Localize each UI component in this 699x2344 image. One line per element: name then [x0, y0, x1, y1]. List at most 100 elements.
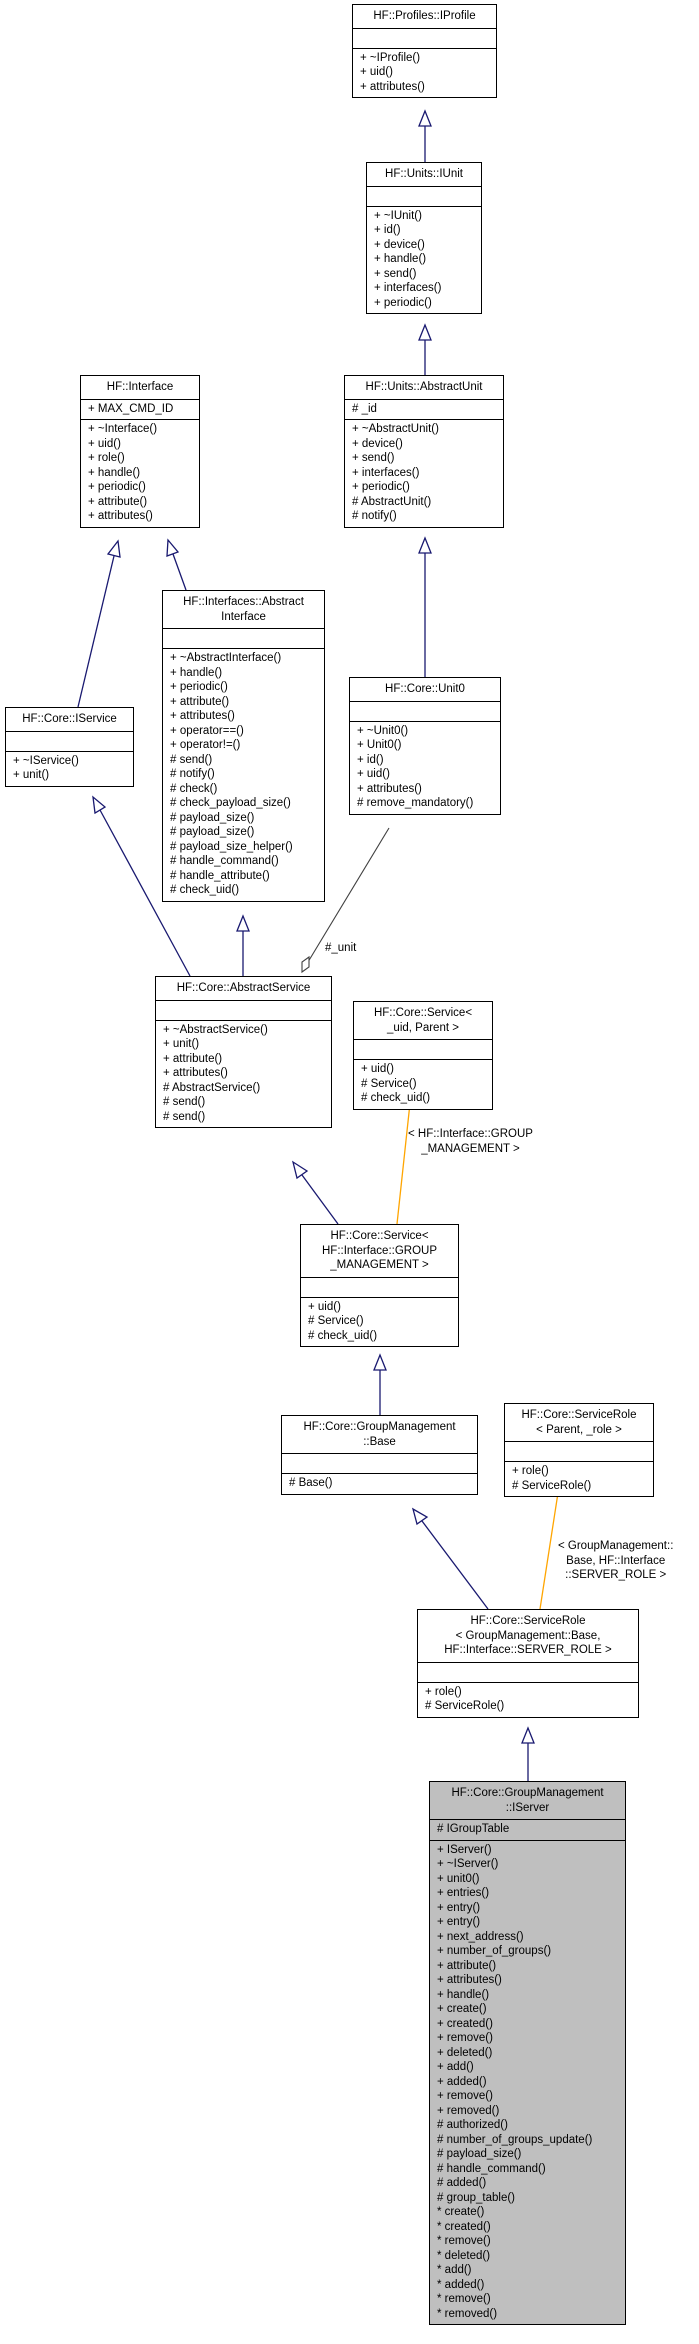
- edge-abstractunit-iunit: [418, 323, 432, 375]
- class-box-iservice[interactable]: HF::Core::IService+ ~IService()+ unit(): [5, 707, 134, 787]
- class-title-line: < Parent, _role >: [536, 1423, 622, 1436]
- class-box-abstractunit[interactable]: HF::Units::AbstractUnit# _id+ ~AbstractU…: [344, 375, 504, 528]
- class-method: # payload_size_helper(): [170, 840, 293, 853]
- class-method: + attributes(): [357, 782, 422, 795]
- class-method: # AbstractService(): [163, 1081, 261, 1094]
- class-method: # AbstractUnit(): [352, 495, 432, 508]
- class-attribute: + MAX_CMD_ID: [88, 402, 174, 415]
- class-method: # handle_attribute(): [170, 869, 270, 882]
- class-title-line: HF::Units::AbstractUnit: [365, 381, 483, 393]
- class-box-abstractservice[interactable]: HF::Core::AbstractService+ ~AbstractServ…: [155, 976, 332, 1128]
- class-method: # Base(): [289, 1477, 333, 1489]
- class-method: + uid(): [357, 768, 390, 780]
- class-title-line: < GroupManagement::Base,: [455, 1629, 601, 1642]
- class-method: # send(): [163, 1110, 206, 1123]
- class-method: * remove(): [437, 2235, 491, 2247]
- class-method: # Service(): [308, 1315, 364, 1327]
- class-method: + periodic(): [88, 481, 146, 493]
- class-title-line: _uid, Parent >: [387, 1021, 459, 1034]
- class-method: + role(): [512, 1465, 549, 1477]
- class-title: HF::Core::AbstractService: [156, 977, 331, 1000]
- class-title: HF::Core::IService: [6, 708, 133, 731]
- class-method: + operator==(): [170, 724, 244, 737]
- class-box-interface[interactable]: HF::Interface+ MAX_CMD_ID+ ~Interface()+…: [80, 375, 200, 528]
- class-method: + uid(): [361, 1063, 394, 1075]
- class-method: + attribute(): [163, 1052, 223, 1065]
- edge-iunit-iprofile: [418, 109, 432, 162]
- class-box-groupmanagement-base[interactable]: HF::Core::GroupManagement::Base# Base(): [281, 1415, 478, 1495]
- class-method: + periodic(): [352, 481, 410, 493]
- class-method: + entry(): [437, 1901, 481, 1914]
- class-box-iprofile[interactable]: HF::Profiles::IProfile+ ~IProfile()+ uid…: [352, 4, 497, 98]
- class-method: + IServer(): [437, 1843, 492, 1856]
- class-title-line: Interface: [221, 610, 266, 623]
- class-title-line: HF::Units::IUnit: [385, 168, 463, 180]
- class-attribute: # IGroupTable: [437, 1823, 510, 1835]
- class-method: + interfaces(): [374, 282, 442, 294]
- class-methods: + ~IService() + unit(): [6, 750, 133, 786]
- class-attributes: [163, 628, 324, 648]
- class-method: + entries(): [437, 1887, 490, 1899]
- class-title-line: HF::Interface::SERVER_ROLE >: [444, 1644, 612, 1656]
- class-box-service-template[interactable]: HF::Core::Service<_uid, Parent >+ uid()#…: [353, 1001, 493, 1110]
- class-title: HF::Profiles::IProfile: [353, 5, 496, 28]
- class-method: # send(): [170, 753, 213, 766]
- class-method: + ~AbstractService(): [163, 1023, 268, 1036]
- edge-gmbase-servicegm: [373, 1353, 387, 1415]
- class-method: # added(): [437, 2177, 487, 2189]
- class-method: + attributes(): [170, 710, 235, 722]
- class-box-unit0[interactable]: HF::Core::Unit0+ ~Unit0()+ Unit0()+ id()…: [349, 677, 501, 815]
- class-method: + unit(): [163, 1038, 200, 1050]
- class-method: + remove(): [437, 2032, 493, 2044]
- class-box-iunit[interactable]: HF::Units::IUnit+ ~IUnit()+ id()+ device…: [366, 162, 482, 314]
- class-methods: + ~IUnit()+ id()+ device()+ handle()+ se…: [367, 205, 481, 314]
- class-title-line: HF::Interface::GROUP: [321, 1244, 438, 1257]
- class-method: + ~IServer(): [437, 1858, 499, 1870]
- class-method: + device(): [352, 437, 403, 450]
- class-box-service-group-management[interactable]: HF::Core::Service<HF::Interface::GROUP_M…: [300, 1224, 459, 1347]
- class-method: + uid(): [308, 1300, 341, 1313]
- class-method: + added(): [437, 2075, 487, 2088]
- class-box-iserver[interactable]: HF::Core::GroupManagement::IServer# IGro…: [429, 1781, 626, 2325]
- class-method: + unit(): [13, 769, 50, 781]
- class-method: + attributes(): [437, 1974, 502, 1986]
- class-method: + Unit0(): [357, 739, 402, 751]
- class-method: # group_table(): [437, 2191, 515, 2204]
- class-title: HF::Core::Unit0: [350, 678, 500, 701]
- class-attribute: # _id: [352, 402, 377, 415]
- class-method: # notify(): [352, 510, 397, 522]
- edge-abstractinterface-interface: [166, 538, 187, 591]
- class-methods: + ~AbstractUnit()+ device()+ send()+ int…: [345, 419, 503, 527]
- class-method: + ~IService(): [13, 754, 79, 767]
- class-attributes: [505, 1441, 653, 1461]
- class-method: * add(): [437, 2264, 472, 2276]
- class-method: + ~IProfile(): [360, 51, 421, 64]
- class-method: * removed(): [437, 2307, 498, 2320]
- class-method: + device(): [374, 238, 425, 251]
- class-title-line: HF::Profiles::IProfile: [373, 10, 476, 22]
- class-title: HF::Core::GroupManagement::IServer: [430, 1782, 625, 1819]
- class-methods: + ~Unit0()+ Unit0()+ id()+ uid()+ attrib…: [350, 720, 500, 814]
- class-title: HF::Interface: [81, 376, 199, 399]
- class-methods: + uid()# Service()# check_uid(): [354, 1059, 492, 1109]
- edge-servicegm-abstractservice: [291, 1160, 339, 1225]
- edge-abstractservice-abstractinterface: [236, 914, 250, 976]
- class-method: + next_address(): [437, 1930, 524, 1943]
- edge-servicerolegm-gmbase: [411, 1507, 489, 1610]
- class-title-line: HF::Core::ServiceRole: [470, 1615, 586, 1627]
- class-attributes: [282, 1453, 477, 1473]
- class-box-servicerole-template[interactable]: HF::Core::ServiceRole< Parent, _role >+ …: [504, 1403, 654, 1497]
- class-method: + removed(): [437, 2104, 500, 2117]
- class-title-line: _MANAGEMENT >: [330, 1259, 429, 1271]
- class-title: HF::Core::Service<_uid, Parent >: [354, 1002, 492, 1039]
- class-method: # Service(): [361, 1077, 417, 1090]
- class-box-servicerole-group-management[interactable]: HF::Core::ServiceRole< GroupManagement::…: [417, 1609, 639, 1718]
- class-method: + id(): [374, 224, 401, 236]
- class-method: * added(): [437, 2278, 485, 2291]
- class-method: # number_of_groups_update(): [437, 2133, 593, 2146]
- class-method: + number_of_groups(): [437, 1945, 552, 1957]
- class-method: + ~Interface(): [88, 423, 158, 435]
- class-method: + send(): [352, 452, 395, 464]
- class-method: + entry(): [437, 1916, 481, 1928]
